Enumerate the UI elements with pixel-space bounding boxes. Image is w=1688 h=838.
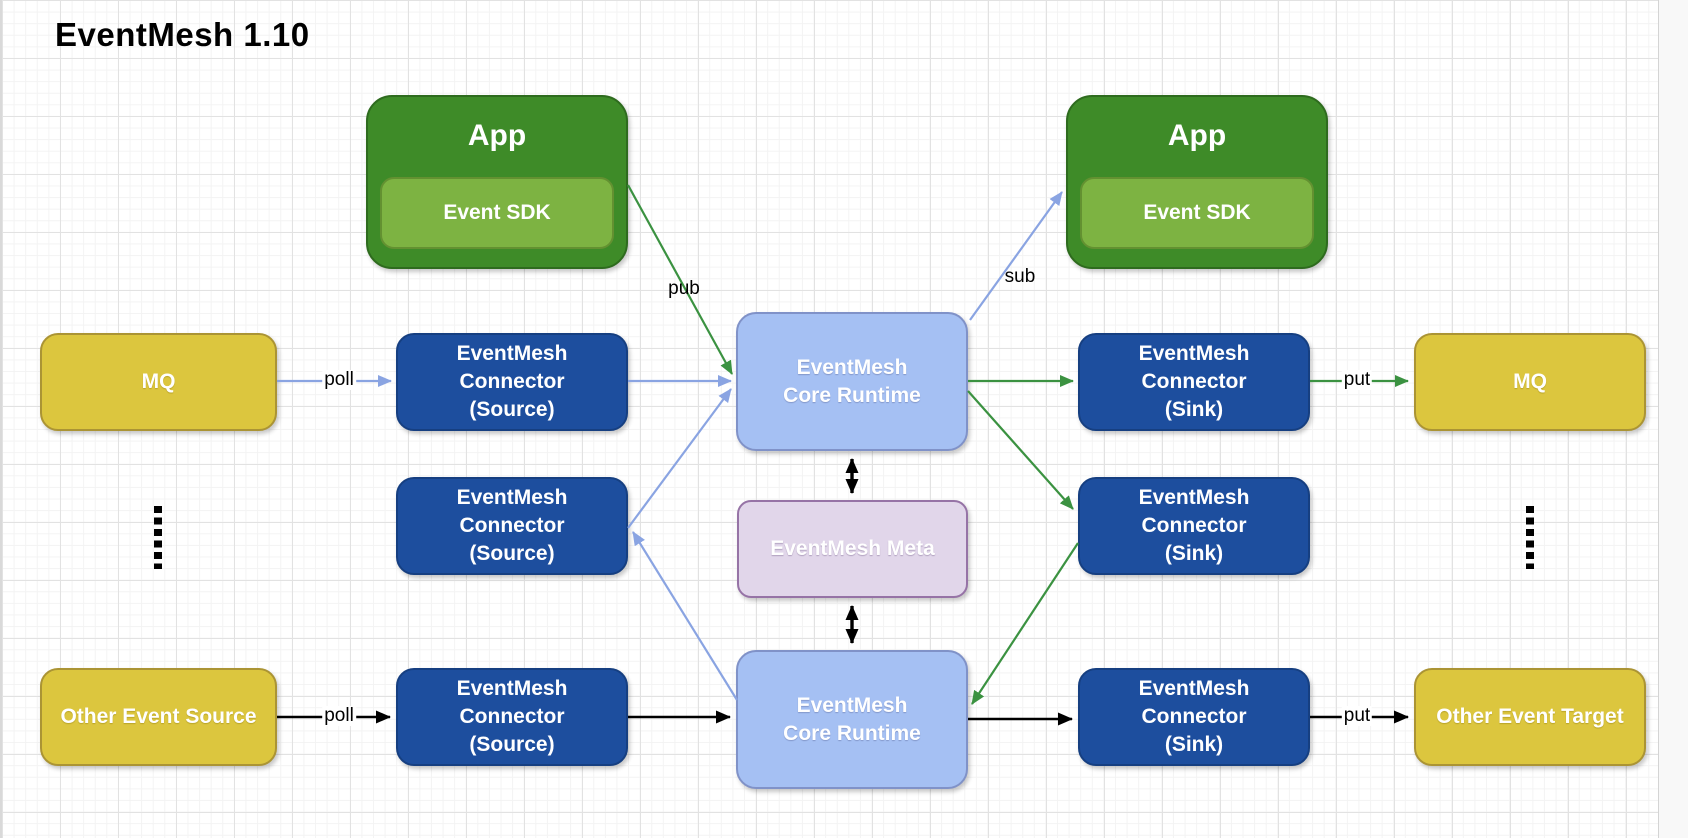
- connector-source-node-2[interactable]: EventMesh Connector (Source): [396, 477, 628, 575]
- event-sdk-label: Event SDK: [443, 201, 551, 224]
- other-event-source-node[interactable]: Other Event Source: [40, 668, 277, 766]
- other-event-target-node[interactable]: Other Event Target: [1414, 668, 1646, 766]
- connector-sink-node-2[interactable]: EventMesh Connector (Sink): [1078, 477, 1310, 575]
- connector-source-node-3[interactable]: EventMesh Connector (Source): [396, 668, 628, 766]
- event-sdk-node-left[interactable]: Event SDK: [380, 177, 614, 249]
- canvas-right-gutter: [1658, 0, 1688, 838]
- connector-source-label: EventMesh Connector (Source): [456, 342, 568, 421]
- app-label: App: [467, 119, 527, 152]
- edge-label-poll-top: poll: [322, 369, 356, 390]
- app-label: App: [1167, 119, 1227, 152]
- connector-sink-label: EventMesh Connector (Sink): [1138, 342, 1250, 421]
- edge-label-sub: sub: [1004, 266, 1036, 287]
- connector-sink-label: EventMesh Connector (Sink): [1138, 486, 1250, 565]
- event-sdk-label: Event SDK: [1143, 201, 1251, 224]
- eventmesh-meta-node[interactable]: EventMesh Meta: [737, 500, 968, 598]
- vertical-ellipsis-icon: [1526, 506, 1534, 569]
- core-runtime-node-bottom[interactable]: EventMesh Core Runtime: [736, 650, 968, 789]
- mq-label: MQ: [1513, 370, 1547, 393]
- diagram-title: EventMesh 1.10: [55, 16, 310, 53]
- mq-node-right[interactable]: MQ: [1414, 333, 1646, 431]
- connector-source-label: EventMesh Connector (Source): [456, 677, 568, 756]
- core-runtime-node-top[interactable]: EventMesh Core Runtime: [736, 312, 968, 451]
- core-runtime-label: EventMesh Core Runtime: [783, 355, 921, 407]
- eventmesh-meta-label: EventMesh Meta: [770, 537, 935, 560]
- mq-label: MQ: [141, 370, 176, 393]
- connector-sink-node-1[interactable]: EventMesh Connector (Sink): [1078, 333, 1310, 431]
- connector-sink-node-3[interactable]: EventMesh Connector (Sink): [1078, 668, 1310, 766]
- edge-label-put-top: put: [1341, 369, 1373, 390]
- other-event-target-label: Other Event Target: [1436, 705, 1624, 728]
- edge-label-poll-bottom: poll: [322, 705, 356, 726]
- other-event-source-label: Other Event Source: [60, 705, 257, 728]
- vertical-ellipsis-icon: [154, 506, 162, 569]
- connector-source-label: EventMesh Connector (Source): [456, 486, 568, 565]
- edge-label-put-bottom: put: [1341, 705, 1373, 726]
- connector-sink-label: EventMesh Connector (Sink): [1138, 677, 1250, 756]
- event-sdk-node-right[interactable]: Event SDK: [1080, 177, 1314, 249]
- connector-source-node-1[interactable]: EventMesh Connector (Source): [396, 333, 628, 431]
- core-runtime-label: EventMesh Core Runtime: [783, 693, 921, 745]
- mq-node-left[interactable]: MQ: [40, 333, 277, 431]
- edge-label-pub: pub: [668, 278, 700, 299]
